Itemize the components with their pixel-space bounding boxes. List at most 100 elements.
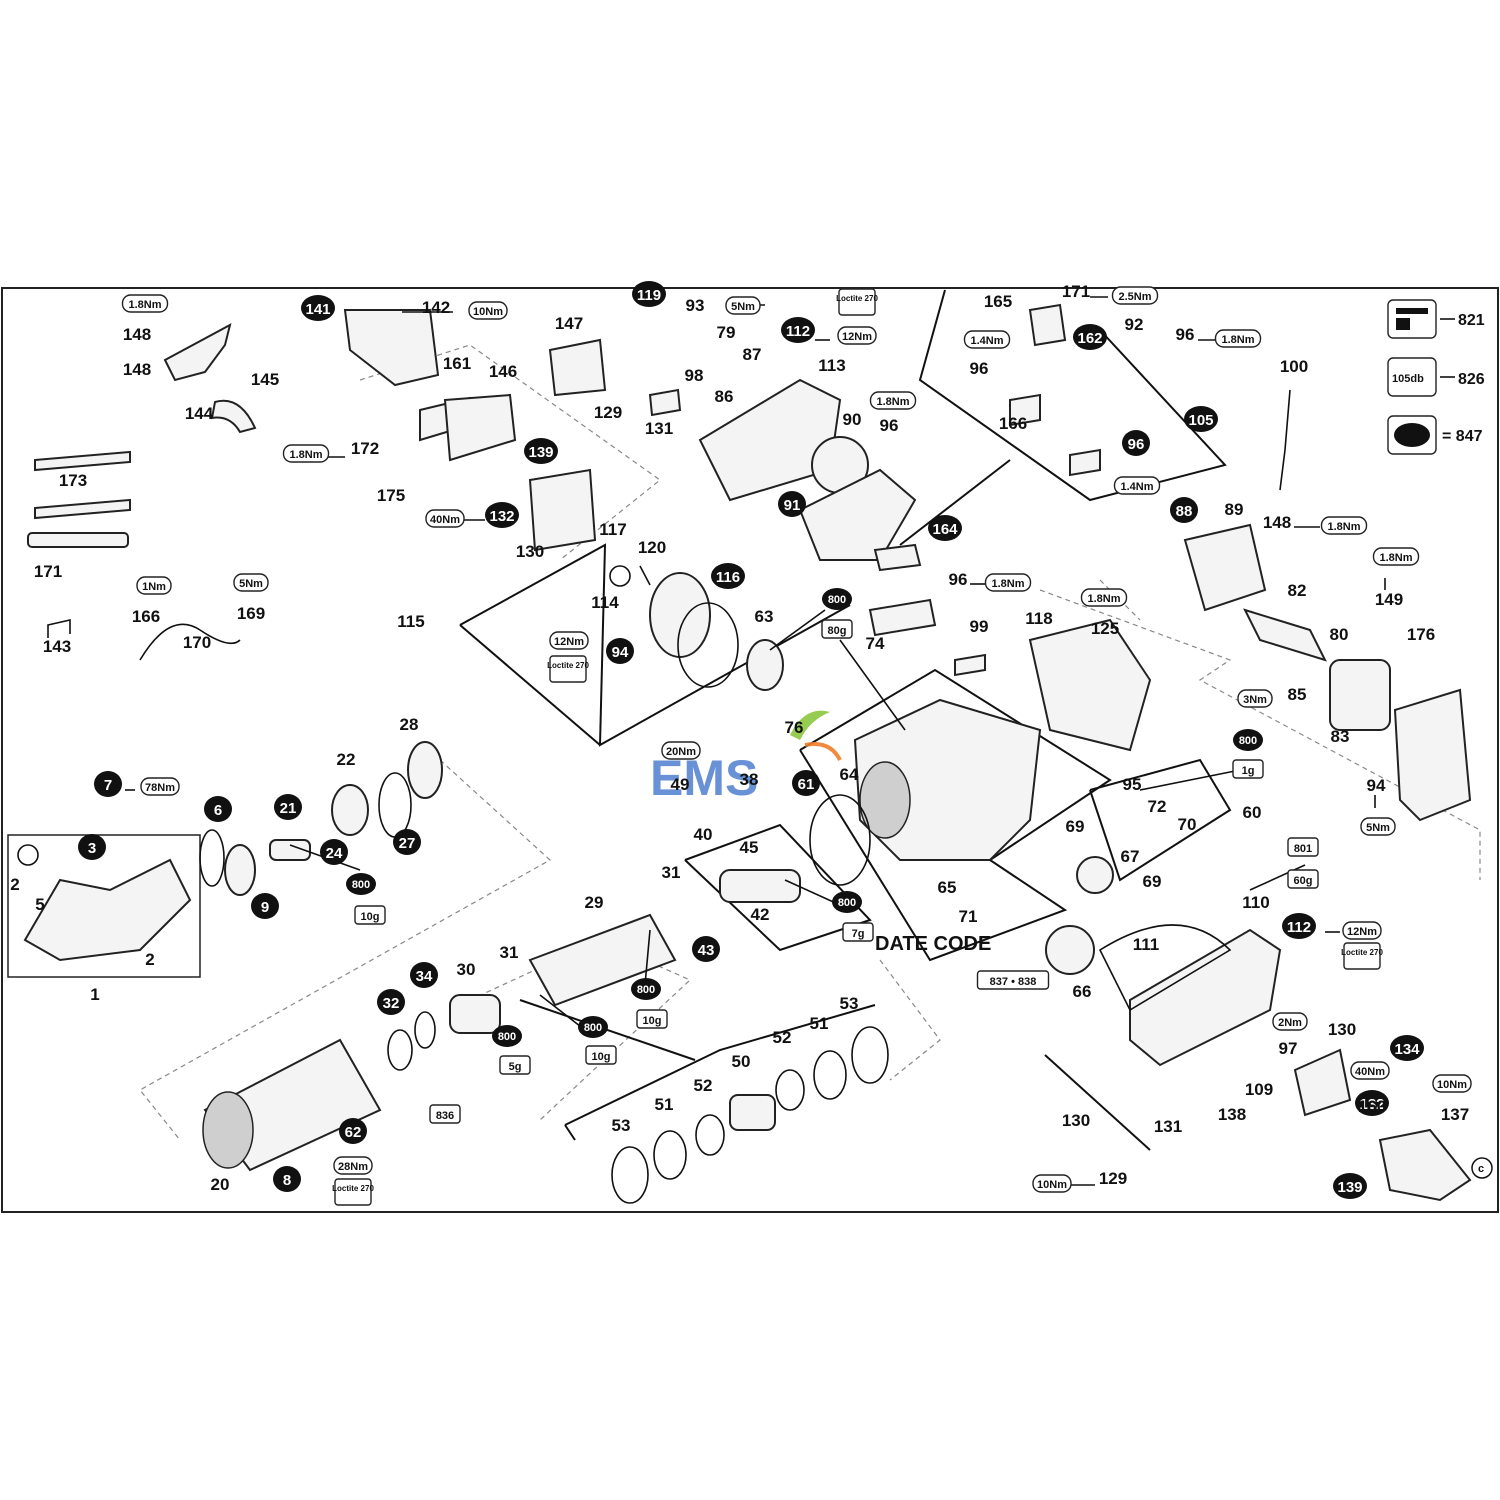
part-callout: 131 — [1154, 1117, 1182, 1136]
bracket-162-part — [873, 543, 922, 572]
part-number-label: 170 — [183, 633, 211, 652]
part-callout: 3 — [78, 834, 106, 860]
torque-value: 12Nm — [842, 331, 872, 343]
part-callout: 171 — [1062, 282, 1090, 301]
part-number-label: 79 — [717, 323, 736, 342]
torque-value: 10Nm — [473, 306, 503, 318]
clamp-lever-part — [163, 323, 232, 382]
part-callout: 170 — [183, 633, 211, 652]
grease-spec: 800 — [492, 1025, 522, 1047]
part-callout: 105 — [1184, 406, 1218, 432]
shaft-130-part — [1044, 1054, 1151, 1151]
part-callout: 9 — [251, 893, 279, 919]
grease-spec: 10g — [636, 1009, 668, 1029]
piston-21-part — [269, 839, 311, 861]
part-callout: 99 — [970, 617, 989, 636]
part-number-label: 89 — [1225, 500, 1244, 519]
part-number-label: 30 — [457, 960, 476, 979]
part-number-label: 112 — [1287, 919, 1311, 936]
part-callout: 130 — [1062, 1111, 1090, 1130]
part-callout: 86 — [715, 387, 734, 406]
part-number-label: 49 — [671, 775, 690, 794]
label-74-part — [868, 598, 937, 637]
torque-value: 1.8Nm — [1087, 593, 1120, 605]
part-number-label: 72 — [1148, 797, 1167, 816]
svg-text:c: c — [1478, 1163, 1484, 1175]
part-callout: 52 — [694, 1076, 713, 1095]
part-number-label: 166 — [999, 414, 1027, 433]
part-number-label: 74 — [866, 634, 885, 653]
part-callout: 139 — [524, 438, 558, 464]
part-callout: 164 — [928, 515, 962, 541]
torque-spec: 20Nm — [661, 741, 701, 760]
part-number-label: 147 — [555, 314, 583, 333]
torque-value: 20Nm — [666, 746, 696, 758]
part-callout: 130 — [516, 542, 544, 561]
part-callout: 161 — [443, 354, 471, 373]
part-number-label: 161 — [443, 354, 471, 373]
part-number-label: 65 — [938, 878, 957, 897]
ring-34-part — [414, 1011, 436, 1049]
torque-spec: 78Nm — [140, 777, 180, 796]
part-callout: 96 — [880, 416, 899, 435]
part-number-label: 98 — [685, 366, 704, 385]
plate-149-part — [548, 338, 607, 397]
hook-part — [210, 399, 257, 434]
part-number-label: 6 — [214, 802, 222, 819]
part-number-label: 110 — [1242, 893, 1269, 912]
part-callout: 83 — [1331, 727, 1350, 746]
part-callout: 125 — [1091, 619, 1119, 638]
part-number-label: 82 — [1288, 581, 1307, 600]
part-number-label: 145 — [251, 370, 279, 389]
grease-spec: 10g — [354, 905, 386, 925]
part-callout: 147 — [555, 314, 583, 333]
part-number-label: 83 — [1331, 727, 1350, 746]
part-callout: 138 — [1218, 1105, 1246, 1124]
clip-176-part — [1069, 448, 1101, 477]
grease-amount: 837 • 838 — [990, 976, 1037, 988]
part-callout: 50 — [732, 1052, 751, 1071]
plate-146-part — [443, 393, 517, 462]
grease-spec: 60g — [1287, 869, 1319, 889]
part-callout: 22 — [337, 750, 356, 769]
rod-170-part — [27, 532, 129, 548]
part-callout: 110 — [1242, 893, 1269, 912]
part-callout: 72 — [1148, 797, 1167, 816]
part-callout: 31 — [662, 863, 681, 882]
part-number-label: 148 — [123, 325, 151, 344]
part-callout: 92 — [1125, 315, 1144, 334]
part-callout: 149 — [1375, 590, 1403, 609]
torque-value: 1.8Nm — [289, 449, 322, 461]
part-number-label: 61 — [798, 776, 815, 793]
part-number-label: 95 — [1123, 775, 1142, 794]
part-number-label: 132 — [489, 508, 514, 525]
part-callout: 139 — [1333, 1173, 1367, 1199]
torque-value: 10Nm — [1037, 1179, 1067, 1191]
part-callout: 131 — [645, 419, 673, 438]
legend-label-847: = 847 — [1442, 428, 1483, 445]
grease-amount: 5g — [509, 1061, 522, 1073]
torque-spec: 12Nm — [837, 326, 877, 345]
part-number-label: 80 — [1330, 625, 1349, 644]
part-number-label: 51 — [810, 1014, 829, 1033]
part-number-label: 111 — [1133, 935, 1160, 954]
frame-130-part — [528, 468, 597, 552]
torque-spec: 12Nm — [549, 631, 589, 650]
part-callout: 96 — [970, 359, 989, 378]
part-callout: 114 — [591, 593, 619, 612]
grease-amount: 10g — [643, 1015, 662, 1027]
grease-spec: 800 — [578, 1016, 608, 1038]
loctite-tag: Loctite 270 — [332, 1178, 374, 1206]
noise-rating-icon: 105db — [1392, 373, 1424, 385]
part-callout: 61 — [792, 770, 820, 796]
torque-value: 10Nm — [1437, 1079, 1467, 1091]
torque-value: 12Nm — [1347, 926, 1377, 938]
grease-code: 800 — [352, 879, 370, 891]
part-callout: 67 — [1121, 847, 1140, 866]
part-number-label: 137 — [1441, 1105, 1469, 1124]
loctite-label: Loctite 270 — [1341, 948, 1383, 957]
part-callout: 7 — [94, 771, 122, 797]
legend-noise-box — [1387, 357, 1437, 397]
grease-amount: 60g — [1294, 875, 1313, 887]
part-number-label: 38 — [740, 770, 759, 789]
